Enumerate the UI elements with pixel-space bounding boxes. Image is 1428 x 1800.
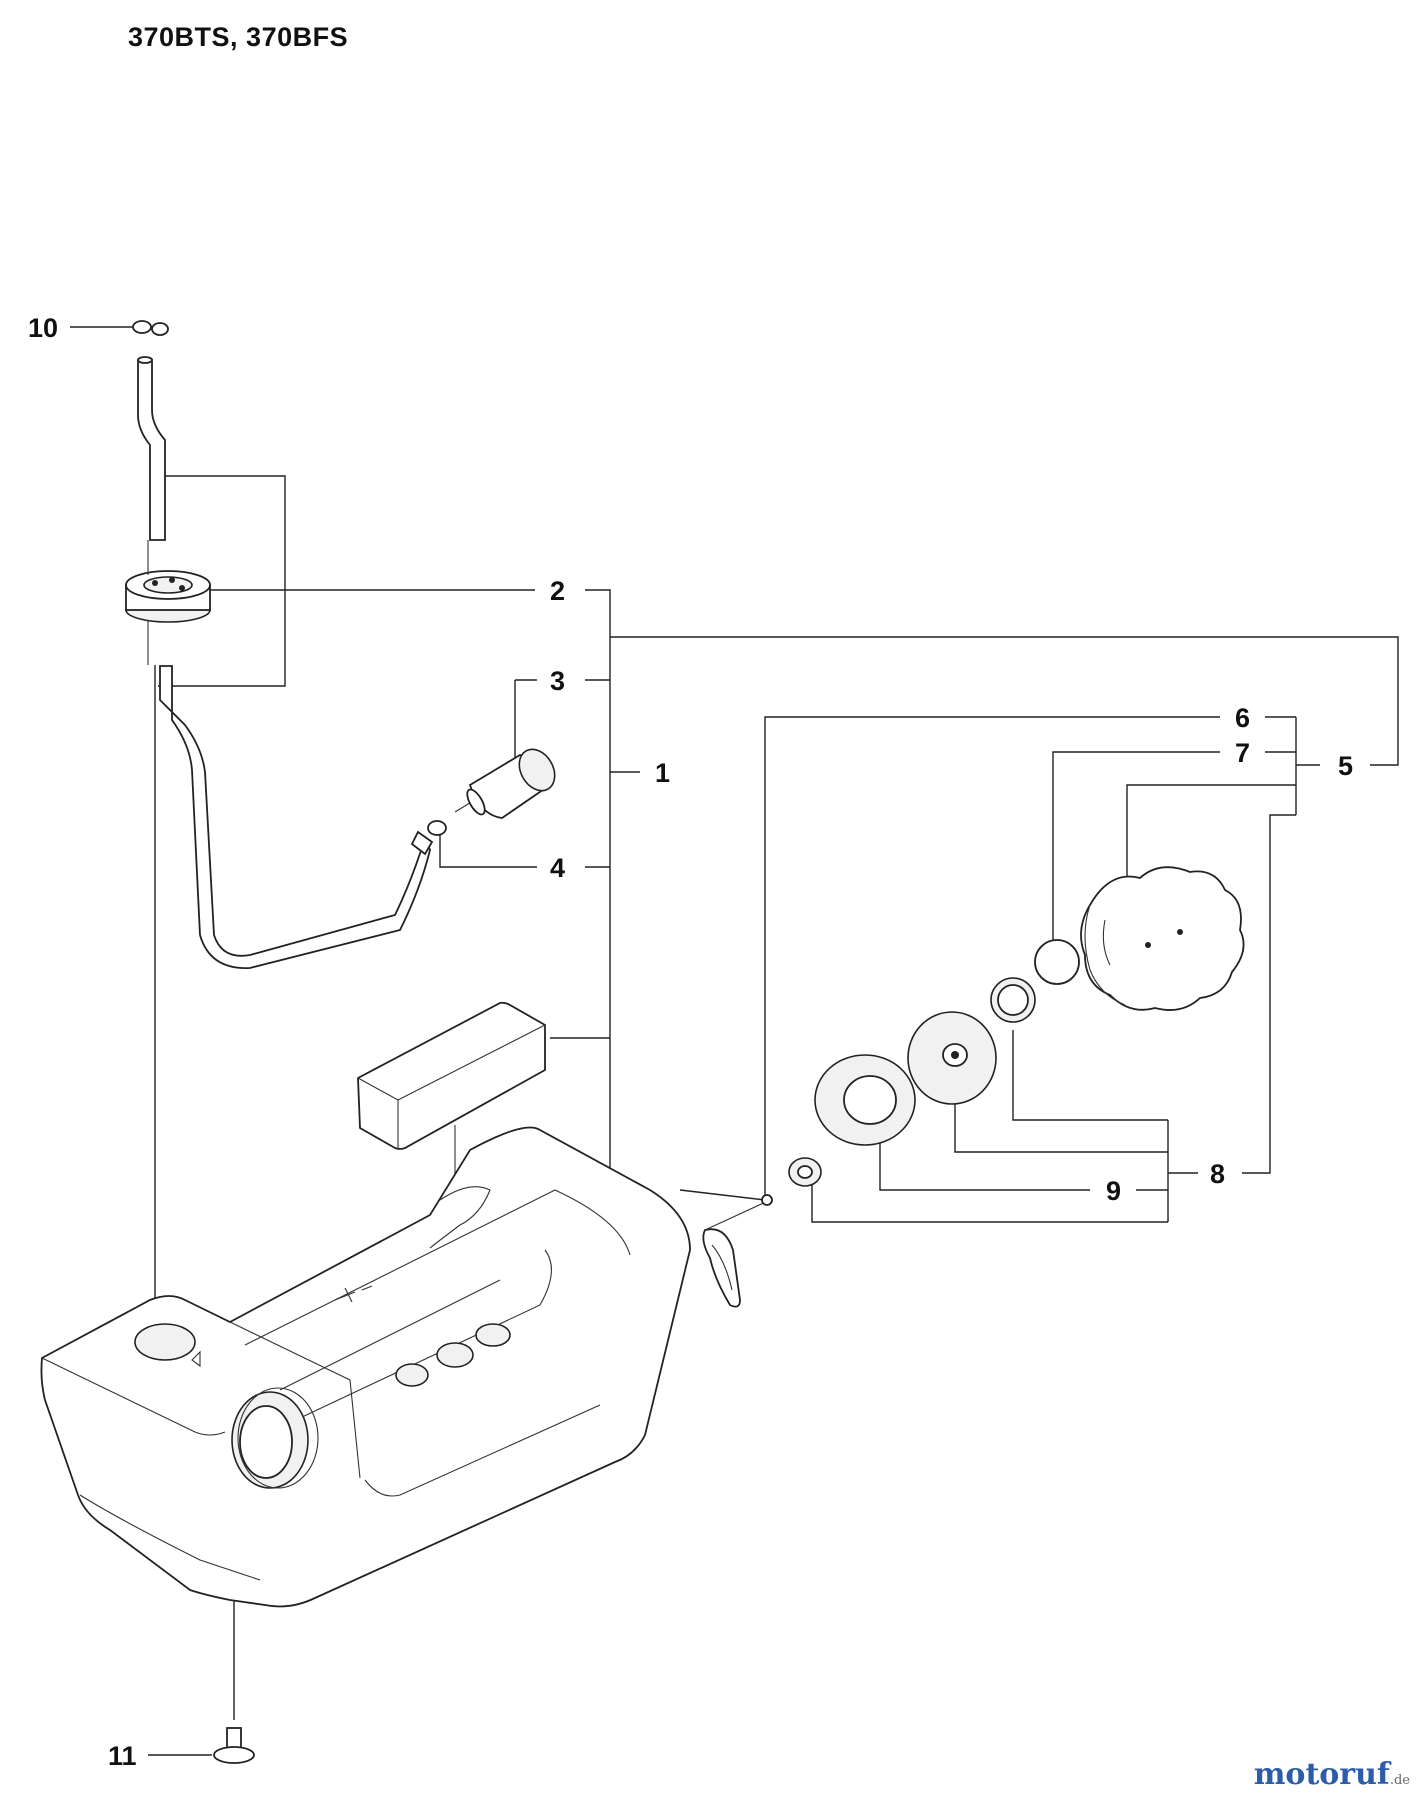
cap-gasket-ring-part: [814, 1054, 916, 1146]
callout-4: 4: [550, 853, 565, 883]
watermark-text: motoruf: [1253, 1757, 1390, 1792]
callout-8: 8: [1210, 1159, 1225, 1189]
callout-10: 10: [28, 313, 58, 343]
hose-clamp-part: [132, 320, 169, 336]
callout-11: 11: [108, 1741, 137, 1771]
hose-clip-part: [427, 820, 447, 836]
cap-small-washer-part: [788, 1157, 822, 1187]
callout-1: 1: [655, 758, 670, 788]
fuel-tank-body: [40, 1126, 691, 1608]
cap-vent-disc-part: [1034, 939, 1080, 985]
callout-9: 9: [1106, 1176, 1121, 1206]
leader-lines: [70, 326, 1399, 1756]
callout-labels: 10 2 3 1 4 6 7 5 8 9 11: [28, 313, 1353, 1771]
lower-fuel-hose: [159, 665, 434, 969]
diagram-title: 370BTS, 370BFS: [128, 22, 349, 52]
callout-6: 6: [1235, 703, 1250, 733]
callout-3: 3: [550, 666, 565, 696]
fuel-cap-part: [1080, 866, 1245, 1011]
watermark-logo: motoruf.de: [1254, 1757, 1410, 1792]
upper-fuel-tube: [137, 356, 166, 541]
cap-seal-disc-part: [907, 1011, 997, 1105]
watermark-suffix: .de: [1389, 1773, 1410, 1788]
tank-grommet-part: [125, 540, 211, 665]
rubber-foot-part: [213, 1727, 255, 1764]
callout-2: 2: [550, 576, 565, 606]
callout-7: 7: [1235, 738, 1250, 768]
callout-5: 5: [1338, 751, 1353, 781]
cap-strap-part: [702, 1194, 773, 1308]
cap-valve-part: [990, 977, 1036, 1023]
fuel-filter-part: [454, 748, 556, 819]
